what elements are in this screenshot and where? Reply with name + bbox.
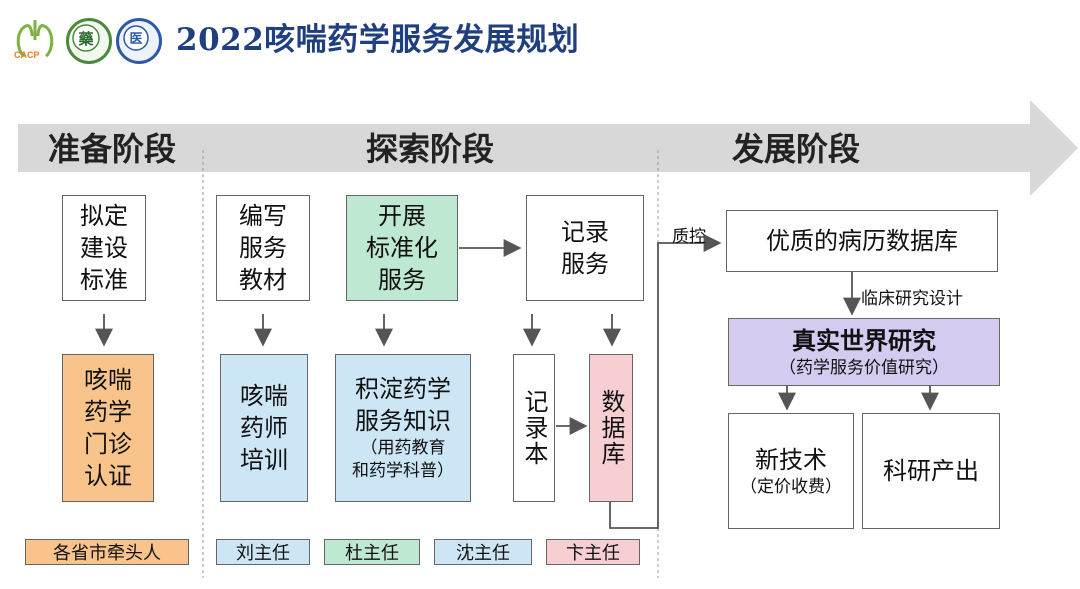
box-new-tech-main: 新技术: [755, 445, 827, 474]
box-write-materials: 编写 服务 教材: [216, 195, 310, 301]
label-clinical-design: 临床研究设计: [861, 289, 963, 309]
box-pharmacist-training: 咳喘 药师 培训: [220, 354, 308, 502]
box-record-book-text: 记录本: [520, 389, 548, 467]
phase-preparation: 准备阶段: [48, 130, 177, 168]
box-new-tech-sub: （定价收费）: [740, 476, 842, 497]
box-rwe-main: 真实世界研究: [792, 326, 936, 355]
box-standard-service: 开展 标准化 服务: [346, 195, 458, 301]
owner-provincial-leads: 各省市牵头人: [25, 539, 189, 565]
box-record-book: 记录本: [513, 354, 555, 502]
box-database-text: 数据库: [597, 389, 625, 467]
phase-exploration: 探索阶段: [366, 130, 495, 168]
box-record-service: 记录 服务: [526, 195, 644, 301]
box-new-tech: 新技术 （定价收费）: [728, 413, 854, 529]
box-asthma-clinic-cert: 咳喘 药学 门诊 认证: [62, 354, 154, 502]
owner-bian: 卞主任: [546, 539, 640, 565]
box-rwe-sub: （药学服务价值研究）: [779, 357, 949, 378]
box-quality-db-text: 优质的病历数据库: [766, 227, 958, 255]
emblem-logo-2: 医: [116, 18, 162, 64]
box-asthma-clinic-cert-text: 咳喘 药学 门诊 认证: [84, 366, 132, 490]
owner-du: 杜主任: [324, 539, 420, 565]
svg-text:CACP: CACP: [14, 50, 40, 60]
box-pharmacist-training-text: 咳喘 药师 培训: [240, 382, 288, 474]
label-qc: 质控: [672, 227, 706, 247]
box-rwe: 真实世界研究 （药学服务价值研究）: [728, 318, 1000, 386]
owner-liu: 刘主任: [216, 539, 310, 565]
box-record-service-text: 记录 服务: [561, 218, 609, 278]
cacp-logo: CACP: [12, 16, 58, 60]
box-draft-standard: 拟定 建设 标准: [62, 195, 146, 301]
box-draft-standard-text: 拟定 建设 标准: [80, 202, 128, 294]
phase-arrow-band: [18, 100, 1078, 196]
phase-development: 发展阶段: [732, 130, 861, 168]
arrow-db-to-quality: [609, 234, 722, 529]
page-title: 2022咳喘药学服务发展规划: [176, 22, 580, 58]
svg-text:藥: 藥: [77, 30, 94, 48]
emblem-logo-1: 藥: [66, 18, 112, 64]
svg-text:医: 医: [129, 32, 142, 47]
box-research-output: 科研产出: [862, 413, 1000, 529]
box-standard-service-text: 开展 标准化 服务: [366, 202, 438, 294]
box-write-materials-text: 编写 服务 教材: [239, 202, 287, 294]
box-knowledge-main: 积淀药学 服务知识: [355, 375, 451, 435]
box-database: 数据库: [589, 354, 633, 502]
box-knowledge: 积淀药学 服务知识 （用药教育 和药学科普）: [335, 354, 471, 502]
box-knowledge-sub: （用药教育 和药学科普）: [352, 438, 454, 481]
box-quality-db: 优质的病历数据库: [726, 210, 998, 272]
box-research-output-text: 科研产出: [883, 457, 979, 485]
owner-shen: 沈主任: [434, 539, 532, 565]
